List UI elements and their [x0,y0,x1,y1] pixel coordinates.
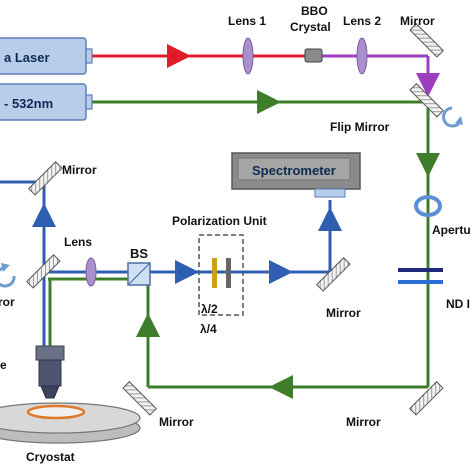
lens-2 [356,37,368,75]
spectrometer-face [237,157,351,181]
mirror-top-right-label: Mirror [400,14,435,28]
spectrometer-label: Spectrometer [252,163,336,178]
mirror-top-right [409,23,444,58]
left-rotate-icon [0,266,16,288]
flip-rotate-icon [442,106,462,128]
beam-splitter-label: BS [130,246,148,261]
polarization-unit-box [198,234,244,316]
mirror-spectrometer-label: Mirror [326,306,361,320]
mirror-left-top [28,161,63,196]
mirror-bottom-left [122,381,157,416]
quarter-wave-plate [226,258,231,288]
nd-filter-bottom [398,280,443,284]
objective-tip [40,385,60,399]
objective-top [35,345,65,361]
beam-splitter-diagonal [127,262,151,286]
objective-body [38,359,62,387]
polarization-unit-label: Polarization Unit [172,214,267,228]
mirror-left-middle [26,254,61,289]
flip-rotate-arrowhead [455,116,463,125]
mirror-bottom-right [409,381,444,416]
bbo-crystal [304,48,323,63]
flip-mirror [409,83,444,118]
laser-1-aperture [85,48,93,64]
cryostat-label: Cryostat [26,450,75,464]
aperture-label: Apertu [432,223,471,237]
mirror-bottom-left-label: Mirror [159,415,194,429]
half-wave-label: λ/2 [201,302,218,316]
cryostat-sample [26,404,86,420]
left-rotate-arrowhead [1,263,10,272]
lens-1-label: Lens 1 [228,14,266,28]
laser-2-label: - 532nm [4,96,53,111]
objective-partial-label: e [0,358,7,372]
mirror-left-top-label: Mirror [62,163,97,177]
nd-filter-top [398,268,443,272]
bbo-label-line1: BBO [301,4,328,18]
mirror-bottom-right-label: Mirror [346,415,381,429]
mirror-left-partial-label: ror [0,295,15,309]
spectrometer-port [314,188,346,198]
nd-filter-label: ND I [446,297,470,311]
lens-left-label: Lens [64,235,92,249]
lens-2-label: Lens 2 [343,14,381,28]
bbo-label-line2: Crystal [290,20,331,34]
lens-left [85,257,97,287]
laser-2-aperture [85,94,93,110]
laser-1-label: a Laser [4,50,50,65]
aperture [414,195,442,217]
lens-1 [242,37,254,75]
half-wave-plate [212,258,217,288]
flip-mirror-label: Flip Mirror [330,120,390,134]
mirror-spectrometer [316,257,351,292]
quarter-wave-label: λ/4 [200,322,217,336]
